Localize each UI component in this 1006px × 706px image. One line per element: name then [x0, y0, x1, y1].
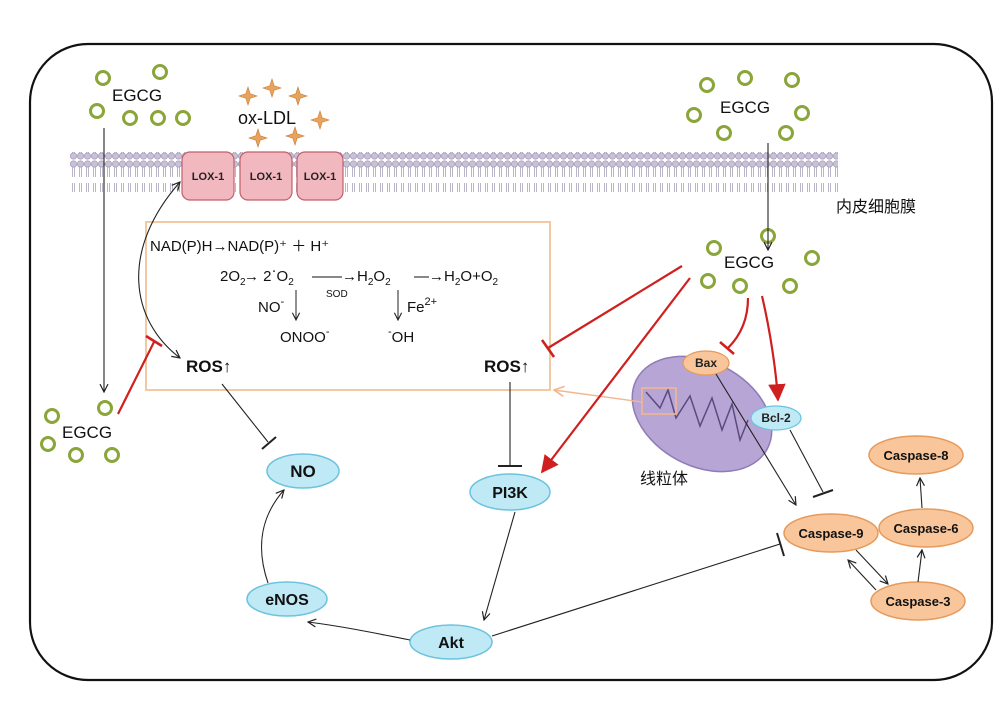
pi3k-node [469, 473, 551, 511]
arrow-enos-no [260, 490, 284, 584]
egcg-actions [117, 265, 786, 474]
lox1-label-3: LOX-1 [304, 171, 336, 183]
egcg-group-top-right [686, 70, 810, 141]
lox1-receptor-1 [181, 151, 235, 201]
ox-ldl-star [238, 86, 258, 106]
reaction-line-1: NAD(P)H→NAD(P)⁺ ＋ H⁺ [150, 238, 329, 255]
inhibit-bar-caspase9 [776, 532, 785, 557]
onoo-label: ONOO- [280, 326, 330, 346]
ox-ldl-star [288, 86, 308, 106]
cell-boundary [28, 42, 994, 682]
bcl2-node [750, 405, 802, 431]
arrow-mito-ros [554, 390, 643, 403]
ox-ldl-star [248, 128, 268, 148]
activate-egcg-bcl2 [760, 295, 786, 402]
egcg-label-mid-right: EGCG [724, 253, 774, 272]
inhibit-egcg-ros [547, 265, 683, 349]
caspase3-label: Caspase-3 [885, 594, 950, 609]
mitochondria-label: 线粒体 [640, 470, 688, 488]
activate-egcg-pi3k [540, 277, 691, 474]
arrow-caspase3-caspase9 [848, 560, 877, 591]
arrow-bax-caspase9 [715, 373, 796, 505]
enos-node [246, 581, 328, 617]
caspase9-label: Caspase-9 [798, 526, 863, 541]
inhibit-egcg-bax [727, 297, 750, 349]
lox1-label-2: LOX-1 [250, 171, 282, 183]
no-radical: NO- [258, 296, 285, 316]
caspase6-label: Caspase-6 [893, 521, 958, 536]
line-bcl2-caspase9 [789, 429, 824, 493]
enos-node-label: eNOS [265, 592, 309, 609]
pi3k-node-label: PI3K [492, 485, 528, 502]
arrow-caspase6-caspase8 [920, 478, 922, 509]
ros-left: ROS↑ [186, 357, 231, 376]
r-2o: 2O2 [220, 268, 246, 288]
lox1-receptors: LOX-1 LOX-1 LOX-1 [181, 151, 344, 201]
lox1-receptor-2 [239, 151, 293, 201]
bax-node [682, 350, 730, 376]
egcg-label-top-right: EGCG [720, 98, 770, 117]
akt-node-label: Akt [438, 635, 464, 652]
caspase8-label: Caspase-8 [883, 448, 948, 463]
ox-ldl-star [262, 78, 282, 98]
inhibit-egcg-lox [117, 341, 155, 415]
sod-label: SOD [326, 289, 348, 300]
membrane-label: 内皮细胞膜 [836, 198, 916, 216]
egcg-label-top-left: EGCG [112, 86, 162, 105]
ros-right: ROS↑ [484, 357, 529, 376]
r-h2o2: ——→H2O2 [312, 268, 391, 288]
akt-node [409, 624, 493, 660]
egcg-group-left [40, 400, 120, 463]
egcg-group-top-left [89, 64, 191, 126]
arrow-lox-ros [138, 182, 180, 358]
ros-generation-box [145, 221, 551, 391]
arrow-akt-enos [308, 622, 411, 641]
caspase8-node [868, 435, 964, 475]
ox-ldl-label: ox-LDL [238, 108, 296, 128]
arrow-akt-caspase9 [491, 543, 781, 637]
no-node-label: NO [290, 462, 316, 481]
arrow-pi3k-akt [484, 511, 516, 620]
activation-arrows [104, 128, 922, 641]
r-h2o: —→H2O+O2 [414, 268, 499, 288]
lox1-label-1: LOX-1 [192, 171, 224, 183]
lox1-receptor-3 [296, 151, 344, 201]
inhibit-bar-egcg-bax [719, 341, 735, 355]
caspase9-node [783, 513, 879, 553]
arrow-caspase9-caspase3 [855, 549, 888, 584]
egcg-label-left: EGCG [62, 423, 112, 442]
inhibit-bar-egcg-lox [145, 334, 163, 348]
r-arrow-2: → 2·O2 [244, 262, 294, 288]
reaction-line-2: 2O2 → 2·O2 ——→H2O2 —→H2O+O2 [220, 262, 499, 288]
mito-highlight-box [641, 387, 677, 415]
fe-label: Fe2+ [407, 296, 437, 316]
arrow-ros-left-no [221, 383, 269, 443]
inhibit-bar-bcl2-caspase9 [812, 489, 834, 498]
oh-label: -OH [388, 326, 414, 346]
inhibit-bar-egcg-ros [540, 339, 556, 358]
ox-ldl-star [285, 126, 305, 146]
ox-ldl-star [310, 110, 330, 130]
bax-label: Bax [695, 356, 717, 370]
bcl2-label: Bcl-2 [761, 411, 791, 425]
ox-ldl-particles [238, 78, 330, 148]
arrow-caspase3-caspase6 [918, 550, 922, 583]
egcg-group-mid-right [700, 228, 820, 294]
inhibit-bar-no [261, 436, 277, 450]
caspase6-node [878, 508, 974, 548]
mitochondrion [631, 355, 773, 473]
no-node [266, 453, 340, 489]
